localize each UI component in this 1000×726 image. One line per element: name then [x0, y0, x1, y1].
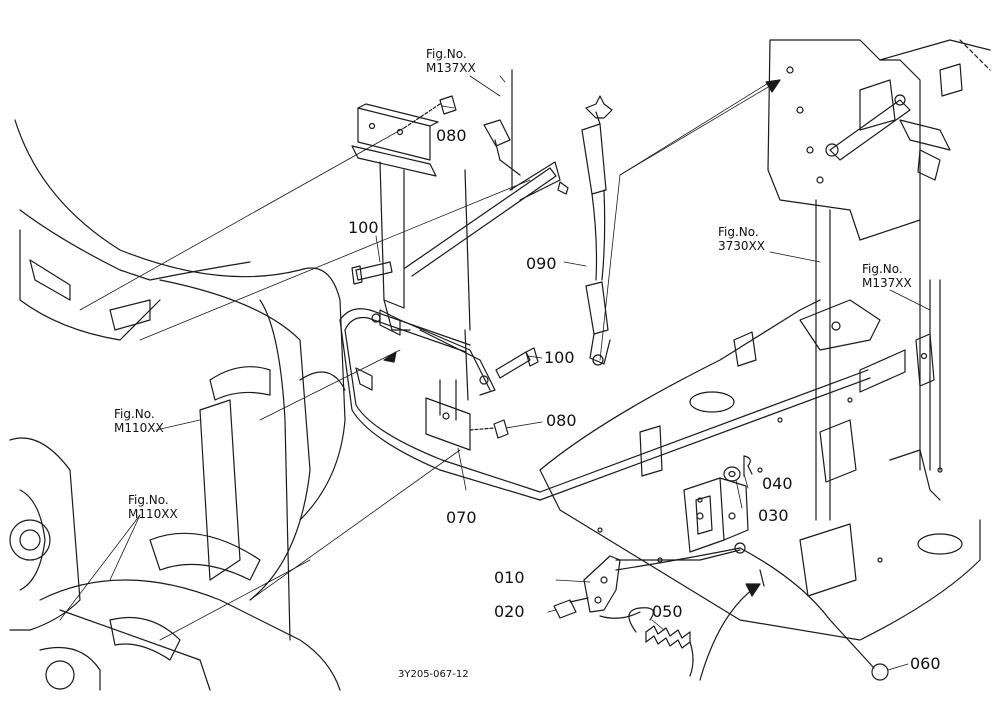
arrow-head-top-right	[765, 79, 781, 93]
right-frame-assembly	[767, 39, 991, 521]
rod-060	[734, 542, 889, 681]
part-label-030: 030	[758, 506, 789, 525]
bolt-020	[553, 597, 589, 619]
fig-ref-number: M110XX	[128, 507, 178, 521]
part-label-080-mid: 080	[546, 411, 577, 430]
fig-ref-right: Fig.No. M137XX	[862, 262, 912, 290]
strap-090	[581, 95, 613, 366]
upper-bracket	[351, 103, 439, 331]
lever-plate-010	[583, 549, 741, 613]
right-bracket-m137	[799, 299, 935, 387]
spring-050	[628, 607, 694, 677]
part-label-070: 070	[446, 508, 477, 527]
support-rods	[404, 161, 569, 401]
drawing-code: 3Y205-067-12	[398, 669, 469, 680]
washer-030	[723, 466, 741, 482]
fig-ref-left-upper: Fig.No. M110XX	[114, 407, 164, 435]
pin-040	[743, 455, 753, 477]
part-label-080-top: 080	[436, 126, 467, 145]
fender-outline	[14, 119, 346, 641]
bolt-080-top	[403, 95, 457, 129]
bolt-100-right	[495, 347, 539, 379]
part-label-100-left: 100	[348, 218, 379, 237]
bolt-080-mid	[469, 419, 509, 439]
lever-frame-070	[339, 308, 906, 501]
fig-ref-number: M110XX	[114, 421, 164, 435]
arrow-head-left	[383, 351, 397, 363]
seat-assembly	[9, 437, 341, 691]
fig-ref-caption: Fig.No.	[114, 407, 155, 421]
clip-bracket	[683, 477, 749, 553]
part-label-060: 060	[910, 654, 941, 673]
assembly-guide-lines	[79, 75, 781, 641]
part-label-100-right: 100	[544, 348, 575, 367]
motion-arrows	[599, 547, 761, 681]
small-bracket-top	[483, 69, 521, 191]
base-plate	[539, 299, 981, 641]
part-label-010: 010	[494, 568, 525, 587]
bolt-100-left	[351, 261, 393, 285]
fig-ref-left-lower: Fig.No. M110XX	[128, 493, 178, 521]
fig-ref-caption: Fig.No.	[426, 47, 467, 61]
label-leaders	[59, 75, 931, 671]
fig-ref-caption: Fig.No.	[718, 225, 759, 239]
fig-ref-number: M137XX	[862, 276, 912, 290]
part-label-090: 090	[526, 254, 557, 273]
fig-ref-number: M137XX	[426, 61, 476, 75]
fig-ref-mid-right: Fig.No. 3730XX	[718, 225, 765, 253]
fig-ref-number: 3730XX	[718, 239, 765, 253]
part-label-050: 050	[652, 602, 683, 621]
fig-ref-caption: Fig.No.	[128, 493, 169, 507]
part-label-040: 040	[762, 474, 793, 493]
part-label-020: 020	[494, 602, 525, 621]
fig-ref-top: Fig.No. M137XX	[426, 47, 476, 75]
fig-ref-caption: Fig.No.	[862, 262, 903, 276]
